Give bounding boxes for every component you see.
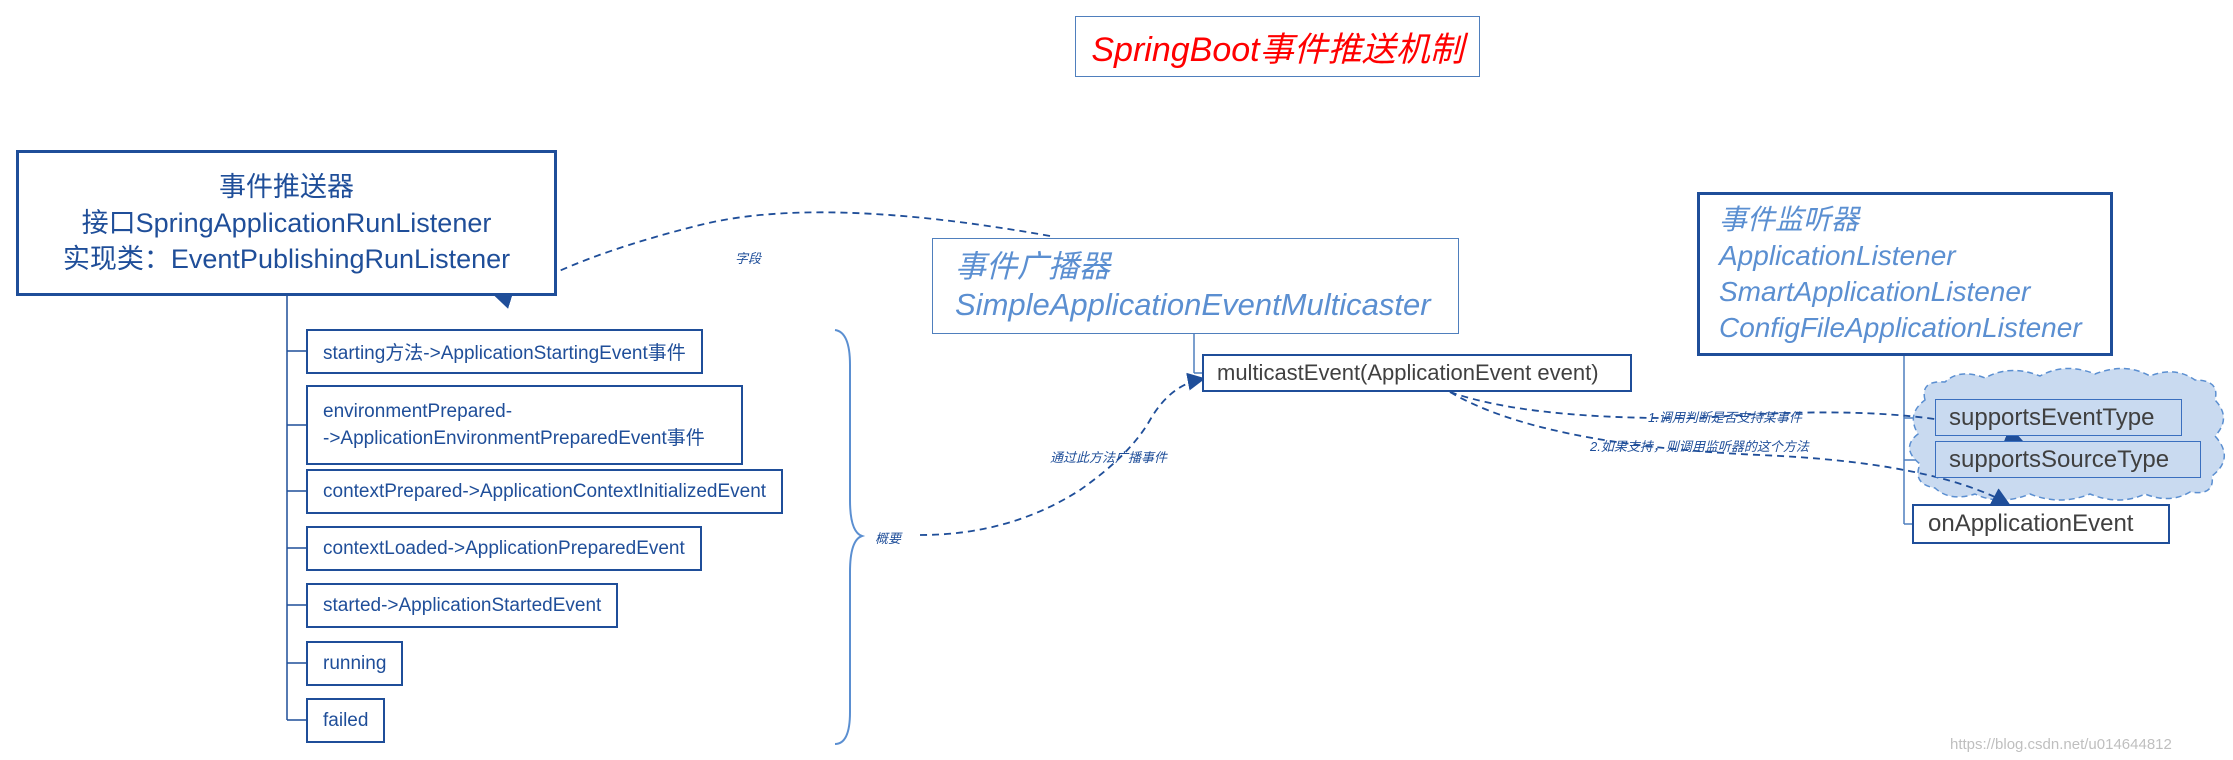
event-environment-prepared: environmentPrepared- ->ApplicationEnviro…: [306, 385, 743, 465]
event-started: started->ApplicationStartedEvent: [306, 583, 619, 628]
diagram-title: SpringBoot事件推送机制: [1075, 16, 1480, 77]
overview-brace: [834, 329, 866, 745]
event-label: failed: [323, 709, 369, 731]
listener-class-3: ConfigFileApplicationListener: [1719, 312, 2082, 343]
step1-label: 1.调用判断是否支持某事件: [1648, 410, 1802, 425]
multicaster-class: SimpleApplicationEventMulticaster: [955, 287, 1431, 322]
publisher-impl: 实现类：EventPublishingRunListener: [62, 244, 511, 274]
multicast-event-method: multicastEvent(ApplicationEvent event): [1202, 354, 1632, 392]
method-label: supportsEventType: [1949, 403, 2155, 431]
supports-event-type-method: supportsEventType: [1935, 399, 2182, 436]
event-label: started->ApplicationStartedEvent: [323, 594, 602, 616]
multicaster-name: 事件广播器: [955, 249, 1110, 284]
event-context-prepared: contextPrepared->ApplicationContextIniti…: [306, 469, 784, 514]
multicaster-box: 事件广播器 SimpleApplicationEventMulticaster: [932, 238, 1459, 334]
event-label: starting方法->ApplicationStartingEvent事件: [323, 343, 686, 364]
publisher-box: 事件推送器 接口SpringApplicationRunListener 实现类…: [16, 150, 557, 296]
event-context-loaded: contextLoaded->ApplicationPreparedEvent: [306, 526, 702, 571]
method-label: supportsSourceType: [1949, 445, 2170, 473]
publisher-interface: 接口SpringApplicationRunListener: [81, 208, 492, 238]
watermark: https://blog.csdn.net/u014644812: [1950, 736, 2172, 753]
event-starting: starting方法->ApplicationStartingEvent事件: [306, 329, 703, 374]
event-running: running: [306, 641, 404, 686]
publisher-name: 事件推送器: [219, 172, 354, 202]
method-label: multicastEvent(ApplicationEvent event): [1217, 360, 1599, 385]
multicaster-tree-lines: [1193, 334, 1202, 374]
listener-class-2: SmartApplicationListener: [1719, 276, 2031, 307]
step2-label: 2.如果支持，则调用监听器的这个方法: [1590, 439, 1809, 454]
method-label: onApplicationEvent: [1928, 510, 2134, 537]
event-tree-lines: [286, 296, 306, 721]
event-label: contextPrepared->ApplicationContextIniti…: [323, 480, 767, 502]
event-label: running: [323, 652, 387, 674]
event-failed: failed: [306, 698, 386, 743]
title-text: SpringBoot事件推送机制: [1091, 31, 1464, 69]
overview-label: 概要: [875, 531, 902, 546]
on-application-event-method: onApplicationEvent: [1912, 504, 2170, 544]
listener-name: 事件监听器: [1719, 204, 1860, 235]
step2-arrow: [1449, 391, 2011, 505]
listener-class-1: ApplicationListener: [1719, 240, 1956, 271]
supports-source-type-method: supportsSourceType: [1935, 441, 2201, 478]
event-label-line2: ->ApplicationEnvironmentPreparedEvent事件: [323, 428, 705, 449]
event-label-line1: environmentPrepared-: [323, 401, 513, 422]
field-label: 字段: [735, 251, 762, 266]
listener-box: 事件监听器 ApplicationListener SmartApplicati…: [1697, 192, 2113, 356]
broadcast-label: 通过此方法广播事件: [1050, 450, 1168, 465]
event-label: contextLoaded->ApplicationPreparedEvent: [323, 537, 685, 559]
